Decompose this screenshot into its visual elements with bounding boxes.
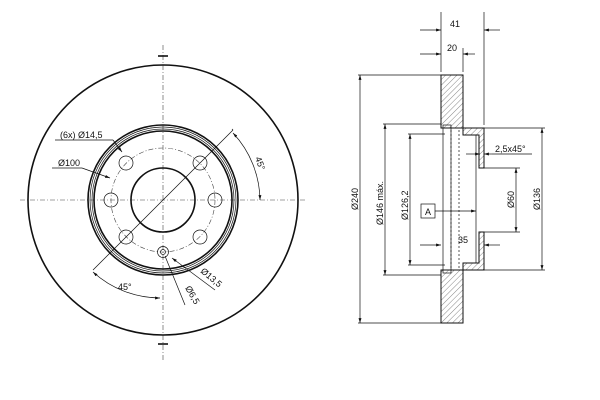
side-view: 41 20 Ø240 Ø146 máx. Ø126,2 A 2,5x45° Ø6… — [350, 12, 545, 324]
center-bore-label: Ø60 — [506, 191, 516, 208]
hub-ring-outer — [87, 124, 239, 276]
bolt-circle — [110, 147, 216, 253]
hub-ring-inner — [93, 130, 233, 270]
bolt-hole — [118, 155, 134, 171]
bolt-hole — [118, 229, 134, 245]
friction-inner-label: Ø146 máx. — [375, 181, 385, 225]
angle-bottom-label: 45° — [118, 282, 132, 292]
locator-inner-leader — [164, 255, 186, 306]
hub-depth-label: 35 — [458, 235, 468, 245]
center-bore — [130, 167, 196, 233]
total-height-label: 41 — [450, 19, 460, 29]
locator-inner-label: Ø6,5 — [183, 284, 201, 306]
bolt-hole — [103, 192, 119, 208]
locator-outer-label: Ø13,5 — [199, 266, 224, 289]
disc-section — [440, 74, 464, 324]
bolt-hole — [192, 229, 208, 245]
bolt-holes — [103, 155, 223, 258]
locator-outer-leader — [171, 257, 216, 291]
locator-hole-outer — [157, 246, 169, 258]
bolt-hole — [207, 192, 223, 208]
outer-diameter-label: Ø240 — [350, 188, 360, 210]
vent-channel — [442, 124, 452, 274]
hub-diameter-label: Ø136 — [532, 188, 542, 210]
diagonal-line — [92, 129, 234, 271]
disc-thickness-label: 20 — [447, 43, 457, 53]
disc-outer-circle — [27, 64, 299, 336]
hub-section — [462, 127, 485, 271]
bolt-hole — [192, 155, 208, 171]
hub-recess-label: Ø126,2 — [400, 190, 410, 220]
locator-hole-inner — [160, 249, 166, 255]
chamfer-label: 2,5x45° — [495, 144, 526, 154]
angle-bottom-arc — [92, 271, 161, 300]
angle-top-arc — [232, 132, 262, 201]
datum-label: A — [425, 207, 431, 217]
front-view: (6x) Ø14,5 Ø100 45° 45° Ø13,5 Ø6,5 — [20, 45, 305, 360]
hub-ring-2 — [89, 126, 237, 274]
angle-top-label: 45° — [253, 155, 267, 172]
pcd-label: Ø100 — [58, 158, 80, 168]
bolt-holes-label: (6x) Ø14,5 — [60, 130, 103, 140]
hub-ring-3 — [91, 128, 235, 272]
